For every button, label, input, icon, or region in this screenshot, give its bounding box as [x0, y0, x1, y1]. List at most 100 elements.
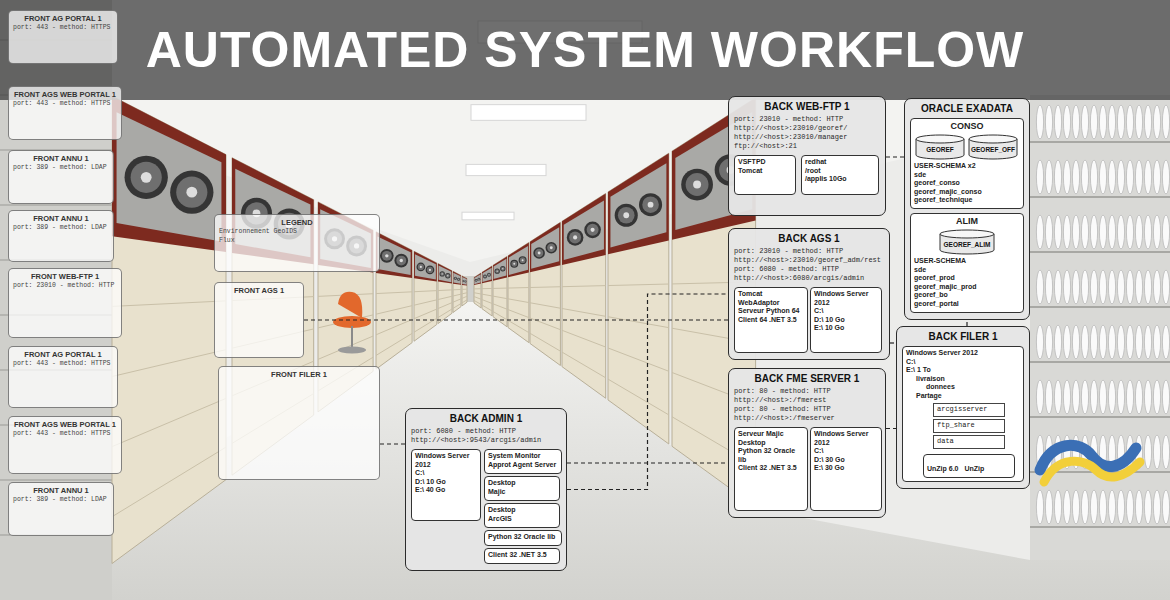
cabinet-seam: [608, 317, 669, 328]
box-text: Serveur Python 64: [738, 307, 804, 316]
cabinet-seam: [376, 333, 412, 355]
tape-shelf: [1030, 95, 1170, 560]
tape-reel: [1090, 160, 1097, 194]
box-heading: BACK FME SERVER 1: [734, 372, 880, 385]
tape-reel: [1036, 325, 1043, 359]
cabinet-seam: [562, 330, 606, 347]
box-text: port: 443 - method: HTTPS: [13, 430, 117, 439]
front-server-box: FRONT ANNU 1port: 389 - method: LDAP: [8, 210, 114, 262]
server-box: ORACLE EXADATACONSOUSER-SCHEMA x2sdegeor…: [904, 98, 1030, 320]
box-text: USER-SCHEMA x2: [914, 162, 1020, 171]
box-text: port: 23010 - method: HTTP: [13, 282, 117, 291]
tape-reel-hub: [497, 271, 498, 272]
box-text: port: 80 - method: HTTP: [734, 387, 880, 396]
shelf-board: [1030, 196, 1170, 198]
box-text: ArcGIS: [488, 515, 556, 524]
box-text: Tomcat WebAdaptor: [738, 290, 804, 307]
cabinet-seam: [112, 398, 226, 446]
front-server-box: FRONT WEB-FTP 1port: 23010 - method: HTT…: [8, 268, 122, 338]
tape-reel: [1054, 215, 1061, 249]
tape-reel: [1117, 490, 1124, 524]
box-text: Desktop: [738, 439, 804, 448]
title: AUTOMATED SYSTEM WORKFLOW: [0, 20, 1170, 80]
tape-reel: [125, 156, 168, 199]
cabinet-panel: [415, 254, 436, 279]
box-text: Python 32 Oracle lib: [738, 447, 804, 464]
cabinet-seam: [414, 291, 437, 292]
tape-reel: [1099, 160, 1106, 194]
cabinet-seam: [112, 447, 226, 517]
box-text: Environnement GeoIDS: [219, 228, 375, 237]
box-text: E:\ 30 Go: [814, 464, 878, 473]
box-text: VSFTPD: [738, 158, 792, 167]
tape-reel: [463, 280, 464, 281]
tape-reel: [417, 263, 426, 272]
title-band: [0, 0, 1170, 100]
tape-reel: [1144, 380, 1151, 414]
box-text: georef_majic_prod: [914, 283, 1020, 292]
tape-reel: [1081, 215, 1088, 249]
tape-reel: [1036, 160, 1043, 194]
cabinet-seam: [493, 288, 507, 289]
box-text: Serveur Majic: [738, 430, 804, 439]
tape-reel-hub: [463, 280, 464, 281]
shelf-board: [1030, 306, 1170, 308]
box-text: sde: [914, 266, 1020, 275]
box-text: port: 23010 - method: HTTP: [734, 115, 880, 124]
cabinet-seam: [508, 299, 529, 303]
cabinet: [493, 256, 507, 326]
tape-reel: [1117, 215, 1124, 249]
tape-reel: [454, 277, 456, 279]
tape-reel: [380, 249, 394, 263]
tape-reel: [1036, 490, 1043, 524]
box-heading: BACK FILER 1: [902, 330, 1024, 343]
box-heading: ALIM: [914, 216, 1020, 227]
tape-reel: [1126, 270, 1133, 304]
tape-reel: [382, 251, 392, 261]
tape-reel: [1135, 380, 1142, 414]
box-text: GEOREF_OFF: [971, 146, 1015, 154]
tape-reel-hub: [502, 268, 503, 269]
tape-reel: [1054, 380, 1061, 414]
box-text: Windows Server 2012: [814, 430, 878, 447]
database-cylinder: GEOREF_ALIM: [939, 229, 995, 255]
cabinet-seam: [474, 300, 481, 304]
front-server-box: FRONT AGS WEB PORTAL 1port: 443 - method…: [8, 416, 122, 474]
tape-reel: [1081, 490, 1088, 524]
tape-reel: [511, 261, 517, 267]
box-text: USER-SCHEMA: [914, 257, 1020, 266]
cylinder-top: [916, 135, 964, 143]
tape-reel: [1162, 435, 1169, 469]
box-text: GEOREF_ALIM: [944, 241, 991, 249]
cabinet-seam: [482, 305, 492, 311]
box-text: Client 32 .NET 3.5: [488, 551, 556, 560]
box-text: E:\ 10 Go: [814, 324, 878, 333]
tape-reel-hub: [648, 202, 654, 208]
tape-reel: [475, 279, 477, 281]
box-heading: FRONT AGS WEB PORTAL 1: [13, 420, 117, 430]
tape-reel-hub: [475, 280, 477, 282]
box-text: ftp_share: [937, 421, 1001, 430]
box-text: http://<host>:/fmerest: [734, 396, 880, 405]
tape-reel-hub: [455, 277, 457, 279]
connector: [380, 443, 405, 444]
connector: [886, 428, 896, 429]
tape-reel: [394, 254, 408, 268]
box-heading: BACK WEB-FTP 1: [734, 100, 880, 113]
connector: [567, 462, 728, 463]
cabinet-panel: [494, 259, 507, 279]
cabinet: [112, 96, 226, 564]
box-text: GEOREF: [926, 146, 953, 154]
server-box: BACK FILER 1Windows Server 2012C:\E:\ 1 …: [896, 326, 1030, 489]
box-text: Client 32 .NET 3.5: [738, 464, 804, 473]
tape-reel: [1144, 160, 1151, 194]
cabinet-frame: [608, 153, 669, 254]
tape-reel: [465, 281, 466, 282]
tape-reel: [615, 204, 638, 227]
tape-reel: [1135, 490, 1142, 524]
tape-reel: [1117, 325, 1124, 359]
tape-reel: [642, 196, 659, 213]
tape-reel: [1045, 160, 1052, 194]
tape-reel: [1054, 270, 1061, 304]
tape-reel: [426, 266, 435, 275]
